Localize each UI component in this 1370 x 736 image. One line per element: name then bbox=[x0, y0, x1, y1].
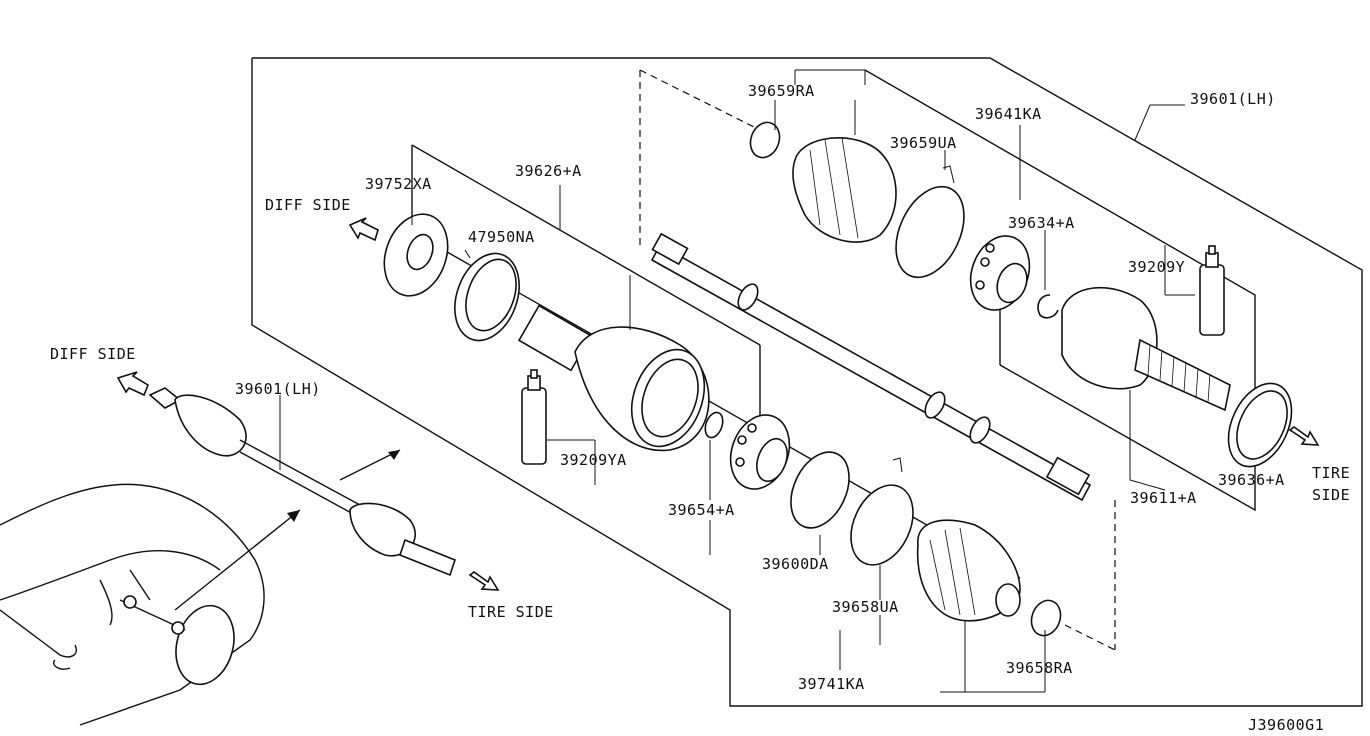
label-39634A: 39634+A bbox=[1008, 214, 1075, 232]
band-39658UA bbox=[850, 457, 914, 566]
label-39209YA: 39209YA bbox=[560, 451, 627, 469]
label-tire-side-panel-2: SIDE bbox=[1312, 486, 1350, 504]
tripod-39654 bbox=[729, 414, 791, 490]
boot-39641KA bbox=[792, 137, 897, 243]
diagram-code: J39600G1 bbox=[1248, 716, 1324, 734]
label-39658UA: 39658UA bbox=[832, 598, 899, 616]
circlip-39634 bbox=[1037, 294, 1059, 319]
label-39636A: 39636+A bbox=[1218, 471, 1285, 489]
assembly-frame bbox=[251, 57, 1363, 707]
tire-side-arrow-panel bbox=[1288, 426, 1320, 446]
label-tire-side-overview: TIRE SIDE bbox=[468, 603, 554, 621]
label-diff-side-panel: DIFF SIDE bbox=[265, 196, 351, 214]
label-39741KA: 39741KA bbox=[798, 675, 865, 693]
outer-housing-39611A bbox=[1061, 286, 1231, 412]
assembled-shaft bbox=[148, 387, 456, 577]
label-39752XA: 39752XA bbox=[365, 175, 432, 193]
label-39641KA: 39641KA bbox=[975, 105, 1042, 123]
leader-lines bbox=[279, 69, 1256, 693]
label-39601-panel: 39601(LH) bbox=[1190, 90, 1276, 108]
diff-side-arrow-overview bbox=[116, 371, 149, 397]
ring-39636A bbox=[1227, 382, 1293, 468]
clamp-39659RA bbox=[749, 121, 781, 159]
direction-arrows-overview bbox=[174, 449, 401, 611]
label-39659UA: 39659UA bbox=[890, 134, 957, 152]
boot-39741KA bbox=[916, 519, 1021, 622]
label-39659RA: 39659RA bbox=[748, 82, 815, 100]
label-39611A: 39611+A bbox=[1130, 489, 1197, 507]
washer-39752XA bbox=[383, 213, 449, 297]
label-39626A: 39626+A bbox=[515, 162, 582, 180]
dashed-kit-box bbox=[639, 69, 1116, 651]
label-39209Y: 39209Y bbox=[1128, 258, 1185, 276]
label-39600DA: 39600DA bbox=[762, 555, 829, 573]
labels: 39601(LH) 39659RA 39641KA 39659UA 39634+… bbox=[50, 82, 1350, 734]
circlip-39654A bbox=[704, 411, 724, 439]
diff-side-housing-39626A bbox=[517, 304, 710, 452]
bearing-47950NA bbox=[454, 252, 520, 342]
clamp-39658RA bbox=[1030, 599, 1062, 637]
drive-shaft bbox=[650, 232, 1092, 502]
diff-side-arrow-panel bbox=[348, 217, 379, 242]
snap-ring-39600DA bbox=[790, 451, 850, 529]
label-39601-overview: 39601(LH) bbox=[235, 380, 321, 398]
label-tire-side-panel-1: TIRE bbox=[1312, 464, 1350, 482]
label-39658RA: 39658RA bbox=[1006, 659, 1073, 677]
label-47950NA: 47950NA bbox=[468, 228, 535, 246]
label-diff-side-overview: DIFF SIDE bbox=[50, 345, 136, 363]
tire-side-arrow-overview bbox=[468, 571, 500, 591]
inner-race-39634A bbox=[969, 235, 1031, 311]
grease-tube-39209YA bbox=[521, 369, 547, 465]
grease-tube-39209Y bbox=[1199, 245, 1225, 336]
car-silhouette bbox=[0, 483, 265, 726]
band-39659UA bbox=[895, 165, 965, 279]
label-39654A: 39654+A bbox=[668, 501, 735, 519]
